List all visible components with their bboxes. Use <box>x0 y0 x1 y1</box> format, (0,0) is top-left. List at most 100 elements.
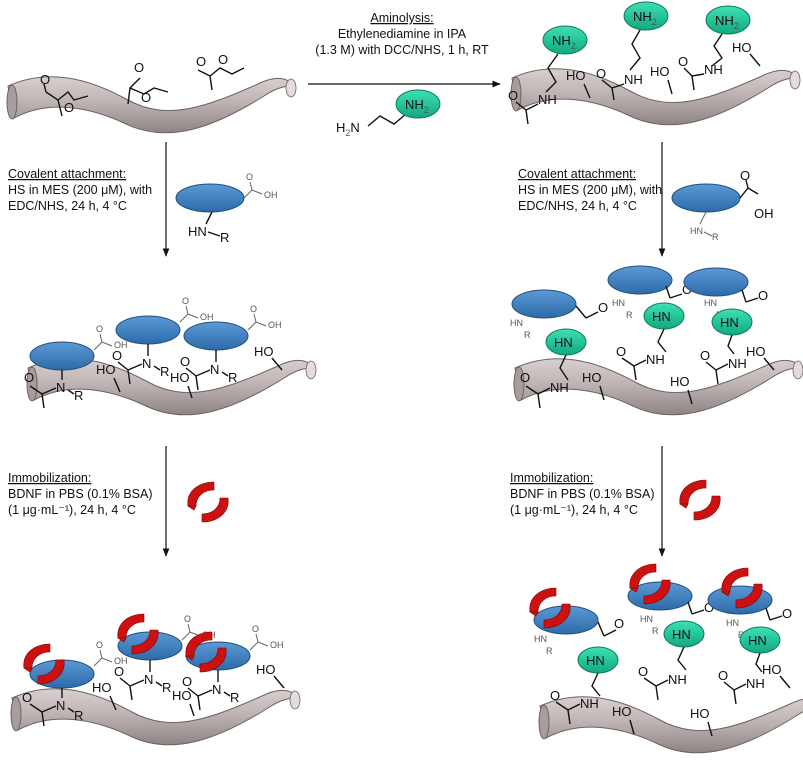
svg-text:NH2: NH2 <box>552 33 576 51</box>
svg-text:O: O <box>758 288 768 303</box>
amine-terminated-chains: NH2 NH O NH2 NH O NH2 NH O HO HO HO <box>508 1 761 125</box>
svg-text:HO: HO <box>566 68 586 83</box>
immob-left-heading: Immobilization: <box>8 471 91 485</box>
svg-text:HO: HO <box>170 370 190 385</box>
covalent-right-line1: HS in MES (200 μM), with <box>518 183 662 197</box>
fiber-initial <box>6 76 297 134</box>
svg-text:N: N <box>56 698 65 713</box>
covalent-right-heading: Covalent attachment: <box>518 167 636 181</box>
svg-text:O: O <box>678 54 688 69</box>
svg-text:OH: OH <box>114 656 128 666</box>
heparan-sulfate-icon <box>175 183 245 213</box>
svg-text:R: R <box>524 330 531 340</box>
svg-text:O: O <box>180 354 190 369</box>
svg-text:R: R <box>712 232 719 242</box>
svg-text:O: O <box>782 606 792 621</box>
svg-text:NH: NH <box>646 352 665 367</box>
svg-text:N: N <box>142 356 151 371</box>
svg-text:HN: HN <box>554 335 573 350</box>
svg-text:NH2: NH2 <box>633 9 657 27</box>
svg-text:NH: NH <box>728 356 747 371</box>
svg-text:HN: HN <box>726 618 739 628</box>
svg-text:O: O <box>64 100 74 115</box>
svg-text:R: R <box>160 364 169 379</box>
svg-text:R: R <box>626 310 633 320</box>
svg-text:OH: OH <box>114 340 128 350</box>
svg-text:N: N <box>144 672 153 687</box>
immob-right-heading: Immobilization: <box>510 471 593 485</box>
hs-reagent-left: O OH HN R <box>175 172 278 245</box>
svg-text:O: O <box>252 624 259 634</box>
bdnf-bound-amine: HN R O HN NH O HN R O HN NH O HN R O HN … <box>529 563 792 737</box>
svg-text:O: O <box>718 668 728 683</box>
heparan-sulfate-icon <box>671 183 741 213</box>
amine-group-icon <box>395 89 441 119</box>
svg-text:OH: OH <box>270 640 284 650</box>
svg-text:OH: OH <box>200 312 214 322</box>
svg-text:O: O <box>614 616 624 631</box>
svg-text:HN: HN <box>188 224 207 239</box>
svg-text:O: O <box>596 66 606 81</box>
svg-text:NH: NH <box>580 696 599 711</box>
svg-text:NH: NH <box>746 676 765 691</box>
svg-text:O: O <box>22 690 32 705</box>
aminolysis-line1: Ethylenediamine in IPA <box>338 27 467 41</box>
immob-right-line1: BDNF in PBS (0.1% BSA) <box>510 487 655 501</box>
svg-text:O: O <box>218 52 228 67</box>
ester-groups: O O O O O O <box>40 52 245 117</box>
bdnf-icon <box>679 479 721 521</box>
svg-text:HO: HO <box>96 362 116 377</box>
svg-text:O: O <box>184 614 191 624</box>
svg-text:O: O <box>682 282 692 297</box>
fiber-bdnf-direct <box>10 688 301 746</box>
svg-text:O: O <box>250 304 257 314</box>
svg-text:NH2: NH2 <box>715 13 739 31</box>
svg-text:R: R <box>74 388 83 403</box>
svg-text:O: O <box>96 324 103 334</box>
svg-text:O: O <box>508 88 518 103</box>
svg-text:O: O <box>638 664 648 679</box>
svg-text:O: O <box>520 370 530 385</box>
svg-text:HO: HO <box>762 662 782 677</box>
svg-text:O: O <box>704 600 714 615</box>
svg-text:N: N <box>210 362 219 377</box>
svg-text:OH: OH <box>754 206 774 221</box>
svg-text:R: R <box>220 230 229 245</box>
svg-text:HO: HO <box>254 344 274 359</box>
aminolysis-heading: Aminolysis: <box>370 11 433 25</box>
svg-text:HN: HN <box>510 318 523 328</box>
svg-text:NH: NH <box>538 92 557 107</box>
hs-attached-amine: HN R O HN NH O HN R O HN NH O HN R O HN … <box>510 265 775 409</box>
svg-text:O: O <box>598 300 608 315</box>
svg-text:O: O <box>96 640 103 650</box>
svg-text:O: O <box>24 370 34 385</box>
svg-text:HN: HN <box>534 634 547 644</box>
svg-text:R: R <box>228 370 237 385</box>
svg-text:NH: NH <box>668 672 687 687</box>
svg-text:HN: HN <box>704 298 717 308</box>
svg-text:R: R <box>162 680 171 695</box>
svg-text:R: R <box>74 708 83 723</box>
svg-text:O: O <box>700 348 710 363</box>
svg-text:O: O <box>182 296 189 306</box>
svg-text:O: O <box>616 344 626 359</box>
svg-text:HO: HO <box>92 680 112 695</box>
svg-text:N: N <box>56 380 65 395</box>
svg-text:N: N <box>212 682 221 697</box>
svg-text:H2N: H2N <box>336 120 360 138</box>
svg-text:O: O <box>40 72 50 87</box>
svg-text:O: O <box>182 674 192 689</box>
svg-text:O: O <box>134 60 144 75</box>
svg-text:O: O <box>141 90 151 105</box>
svg-text:HO: HO <box>582 370 602 385</box>
svg-text:HO: HO <box>746 344 766 359</box>
svg-text:HN: HN <box>720 315 739 330</box>
covalent-left-line2: EDC/NHS, 24 h, 4 °C <box>8 199 127 213</box>
svg-text:O: O <box>112 348 122 363</box>
svg-text:OH: OH <box>264 190 278 200</box>
svg-text:HO: HO <box>172 688 192 703</box>
immob-right-line2: (1 μg·mL⁻¹), 24 h, 4 °C <box>510 503 638 517</box>
svg-text:HO: HO <box>650 64 670 79</box>
svg-text:HO: HO <box>256 662 276 677</box>
covalent-right-line2: EDC/NHS, 24 h, 4 °C <box>518 199 637 213</box>
